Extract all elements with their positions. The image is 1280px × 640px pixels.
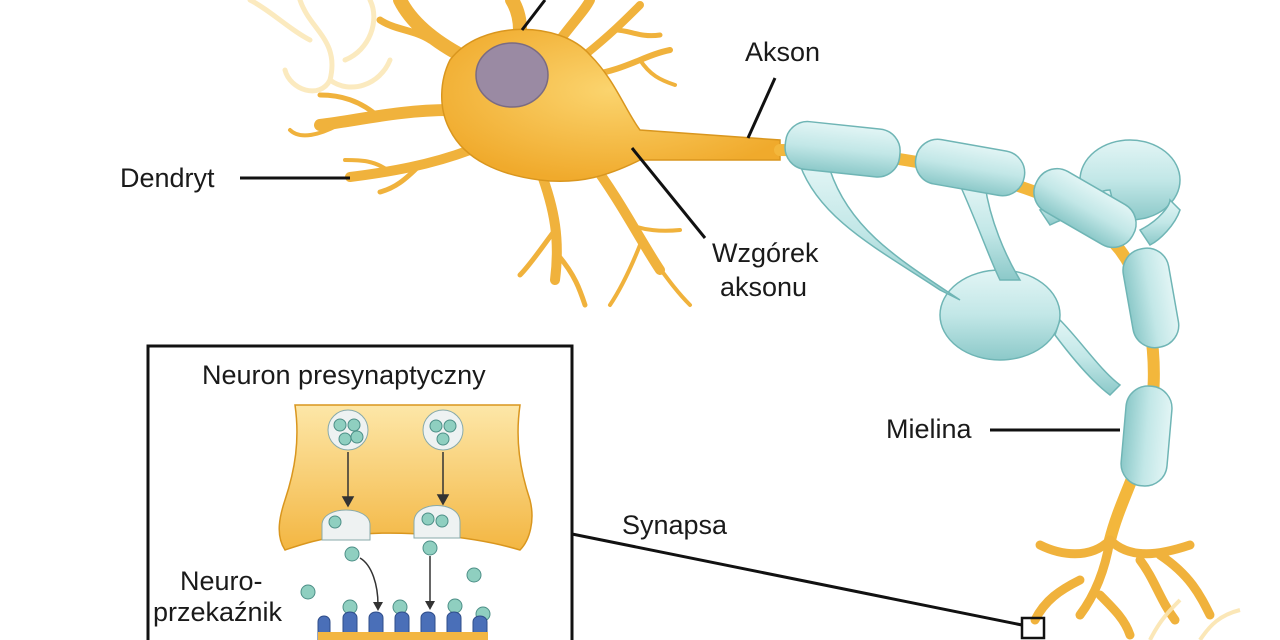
schwann-lobes — [798, 139, 1181, 396]
neurotransmitter-label-line1: Neuro- — [180, 566, 263, 596]
synaptic-vesicles — [327, 409, 464, 451]
dendrites — [288, 0, 692, 308]
mielina-label: Mielina — [886, 414, 972, 444]
nucleus — [475, 42, 549, 108]
synapse-marker — [1020, 616, 1046, 640]
faded-terminals — [1148, 598, 1241, 640]
postsynaptic-membrane — [318, 632, 488, 640]
dendryt-label: Dendryt — [120, 163, 215, 193]
leader-lines — [240, 0, 1120, 627]
synapsa-label: Synapsa — [622, 510, 728, 540]
wzgorek-label-line1: Wzgórek — [712, 238, 819, 268]
myelin-segments — [784, 120, 1180, 487]
docking-vesicles — [321, 505, 461, 541]
axon-terminals — [1030, 535, 1215, 640]
presynaptic-label: Neuron presynaptyczny — [202, 360, 486, 390]
faded-dendrites — [247, 0, 393, 94]
neurotransmitter-label-line2: przekaźnik — [153, 597, 283, 627]
wzgorek-label-line2: aksonu — [720, 272, 808, 302]
akson-label: Akson — [745, 37, 821, 67]
release-arrows — [359, 556, 431, 606]
presynaptic-terminal — [278, 404, 533, 551]
vesicle-arrows — [341, 452, 450, 508]
